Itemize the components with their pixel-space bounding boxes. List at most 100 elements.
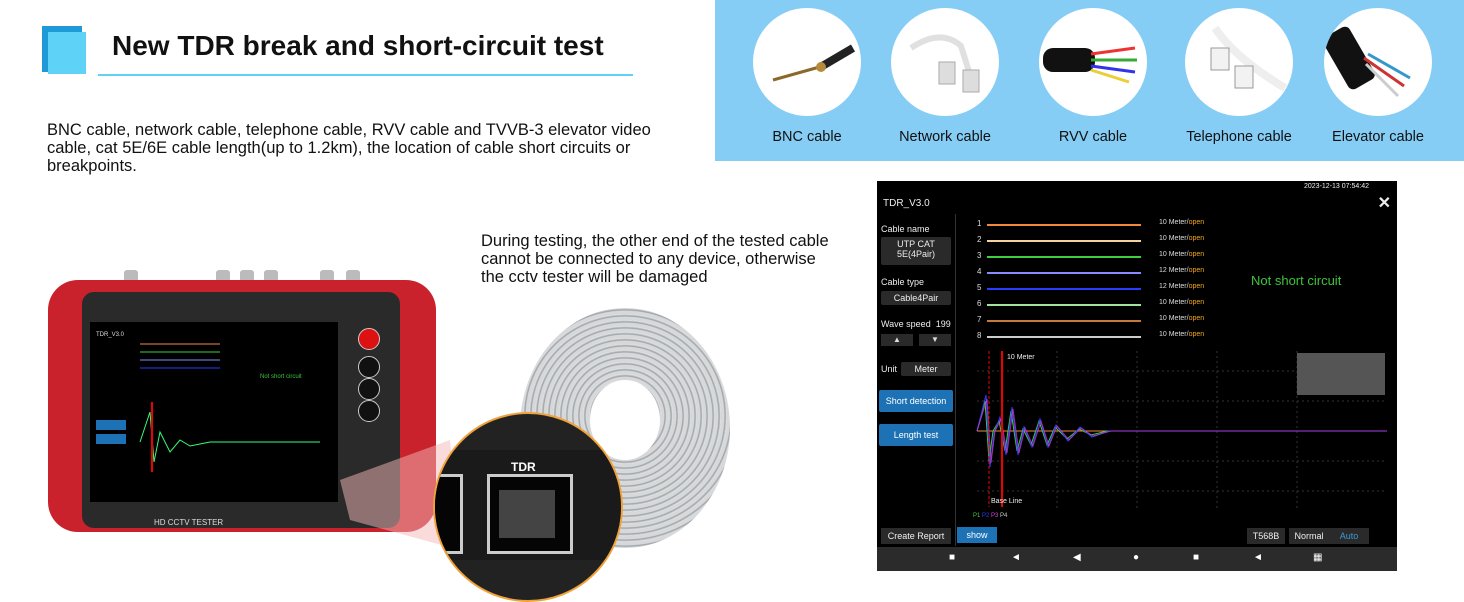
wave-speed-label: Wave speed 199	[881, 319, 951, 329]
cable-label-rvv: RVV cable	[1058, 129, 1128, 145]
camera-icon[interactable]: ■	[949, 552, 956, 563]
cable-name-label: Cable name	[881, 224, 930, 234]
channel-distance: 10 Meter/open	[1159, 251, 1204, 258]
channel-line	[987, 272, 1141, 274]
channel-number: 7	[977, 315, 982, 324]
tdr-screen: 2023-12-13 07:54:42 TDR_V3.0 ✕ Cable nam…	[877, 181, 1397, 571]
channel-number: 1	[977, 219, 982, 228]
cable-label-bnc: BNC cable	[772, 129, 842, 145]
zoom-pointer	[340, 440, 460, 550]
channel-distance: 12 Meter/open	[1159, 283, 1204, 290]
volume-up-icon[interactable]: ◄	[1253, 552, 1263, 563]
wave-speed-value: 199	[935, 319, 951, 329]
channel-distance: 10 Meter/open	[1159, 331, 1204, 338]
channel-line	[987, 304, 1141, 306]
heading-accent-square-light	[48, 32, 86, 74]
marker-label: 10 Meter	[1007, 354, 1035, 361]
show-button[interactable]: show	[957, 527, 997, 543]
menu-button[interactable]	[358, 378, 380, 400]
page-title: New TDR break and short-circuit test	[112, 30, 604, 61]
channel-state: open	[1188, 299, 1205, 306]
channel-distance: 12 Meter/open	[1159, 267, 1204, 274]
back-icon[interactable]: ◀	[1073, 552, 1081, 563]
channel-distance-value: 10 Meter/	[1159, 331, 1189, 338]
channel-distance: 10 Meter/open	[1159, 299, 1204, 306]
unit-label: Unit	[881, 364, 898, 374]
channel-state: open	[1188, 331, 1205, 338]
volume-down-icon[interactable]: ◄	[1011, 552, 1021, 563]
channel-line	[987, 240, 1141, 242]
android-nav-bar: ■ ◄ ◀ ● ■ ◄ ▦	[877, 547, 1397, 571]
channel-number: 6	[977, 299, 982, 308]
channel-state: open	[1188, 235, 1205, 242]
rj45-jack	[499, 490, 555, 538]
cable-item-bnc: BNC cable	[747, 8, 867, 145]
network-cable-icon	[891, 8, 999, 116]
bnc-cable-icon	[753, 8, 861, 116]
auto-mode-button[interactable]: Auto	[1329, 528, 1369, 544]
adjacent-port	[435, 474, 463, 554]
rvv-cable-icon	[1039, 8, 1147, 116]
home-button[interactable]	[358, 356, 380, 378]
telephone-cable-icon	[1185, 8, 1293, 116]
t568b-button[interactable]: T568B	[1247, 528, 1285, 544]
cable-types-banner: BNC cable Network cable RVV cable Teleph…	[715, 0, 1464, 161]
cable-item-rvv: RVV cable	[1033, 8, 1153, 145]
back-button[interactable]	[358, 400, 380, 422]
channel-distance-value: 12 Meter/	[1159, 267, 1189, 274]
normal-mode-button[interactable]: Normal	[1289, 528, 1329, 544]
elevator-cable-icon	[1324, 8, 1432, 116]
channel-distance: 10 Meter/open	[1159, 315, 1204, 322]
recent-apps-icon[interactable]: ■	[1193, 552, 1200, 563]
wave-speed-down-button[interactable]: ▼	[919, 334, 951, 346]
create-report-button[interactable]: Create Report	[881, 528, 951, 544]
cable-type-label: Cable type	[881, 277, 925, 287]
svg-text:Not short circuit: Not short circuit	[260, 374, 302, 380]
channel-distance-value: 10 Meter/	[1159, 299, 1189, 306]
pair-legend: P1 P2 P3 P4	[973, 513, 1007, 519]
cable-name-field[interactable]: UTP CAT 5E(4Pair)	[881, 237, 951, 265]
channel-line	[987, 224, 1141, 226]
baseline-label: Base Line	[991, 498, 1022, 505]
channel-number: 3	[977, 251, 982, 260]
channel-distance-value: 10 Meter/	[1159, 315, 1189, 322]
short-detection-button[interactable]: Short detection	[879, 390, 953, 412]
close-icon[interactable]: ✕	[1377, 195, 1391, 212]
app-title: TDR_V3.0	[883, 198, 930, 209]
tdr-waveform-chart: 10 Meter Base Line	[976, 351, 1387, 511]
tdr-port-zoom: TDR	[433, 412, 623, 602]
panel-divider	[955, 214, 956, 546]
waveform-minimap[interactable]	[1297, 353, 1385, 395]
cable-item-telephone: Telephone cable	[1179, 8, 1299, 145]
wave-speed-up-button[interactable]: ▲	[881, 334, 913, 346]
channel-state: open	[1188, 283, 1205, 290]
device-screen: TDR_V3.0 Not short circuit	[90, 322, 338, 502]
heading-underline	[98, 74, 633, 76]
status-bar-time: 2023-12-13 07:54:42	[1304, 183, 1369, 190]
svg-text:TDR_V3.0: TDR_V3.0	[96, 332, 125, 338]
tdr-port-label: TDR	[511, 460, 536, 474]
legend-p4: P4	[1000, 513, 1008, 519]
legend-p2: P2	[982, 513, 990, 519]
legend-p1: P1	[973, 513, 981, 519]
channel-state: open	[1188, 315, 1205, 322]
unit-field[interactable]: Meter	[901, 362, 951, 376]
testing-warning-note: During testing, the other end of the tes…	[481, 232, 829, 286]
channel-distance-value: 10 Meter/	[1159, 251, 1189, 258]
length-test-button[interactable]: Length test	[879, 424, 953, 446]
cable-label-elevator: Elevator cable	[1332, 129, 1424, 145]
power-button[interactable]	[358, 328, 380, 350]
device-brand-label: HD CCTV TESTER	[154, 518, 224, 527]
cable-label-telephone: Telephone cable	[1186, 129, 1292, 145]
channel-distance-value: 10 Meter/	[1159, 219, 1189, 226]
channel-number: 5	[977, 283, 982, 292]
legend-p3: P3	[991, 513, 999, 519]
app-grid-icon[interactable]: ▦	[1313, 552, 1323, 563]
cable-item-network: Network cable	[885, 8, 1005, 145]
channel-state: open	[1188, 251, 1205, 258]
channel-distance-value: 12 Meter/	[1159, 283, 1189, 290]
channel-number: 2	[977, 235, 982, 244]
cable-type-field[interactable]: Cable4Pair	[881, 291, 951, 305]
home-icon[interactable]: ●	[1133, 552, 1140, 563]
channel-distance: 10 Meter/open	[1159, 235, 1204, 242]
